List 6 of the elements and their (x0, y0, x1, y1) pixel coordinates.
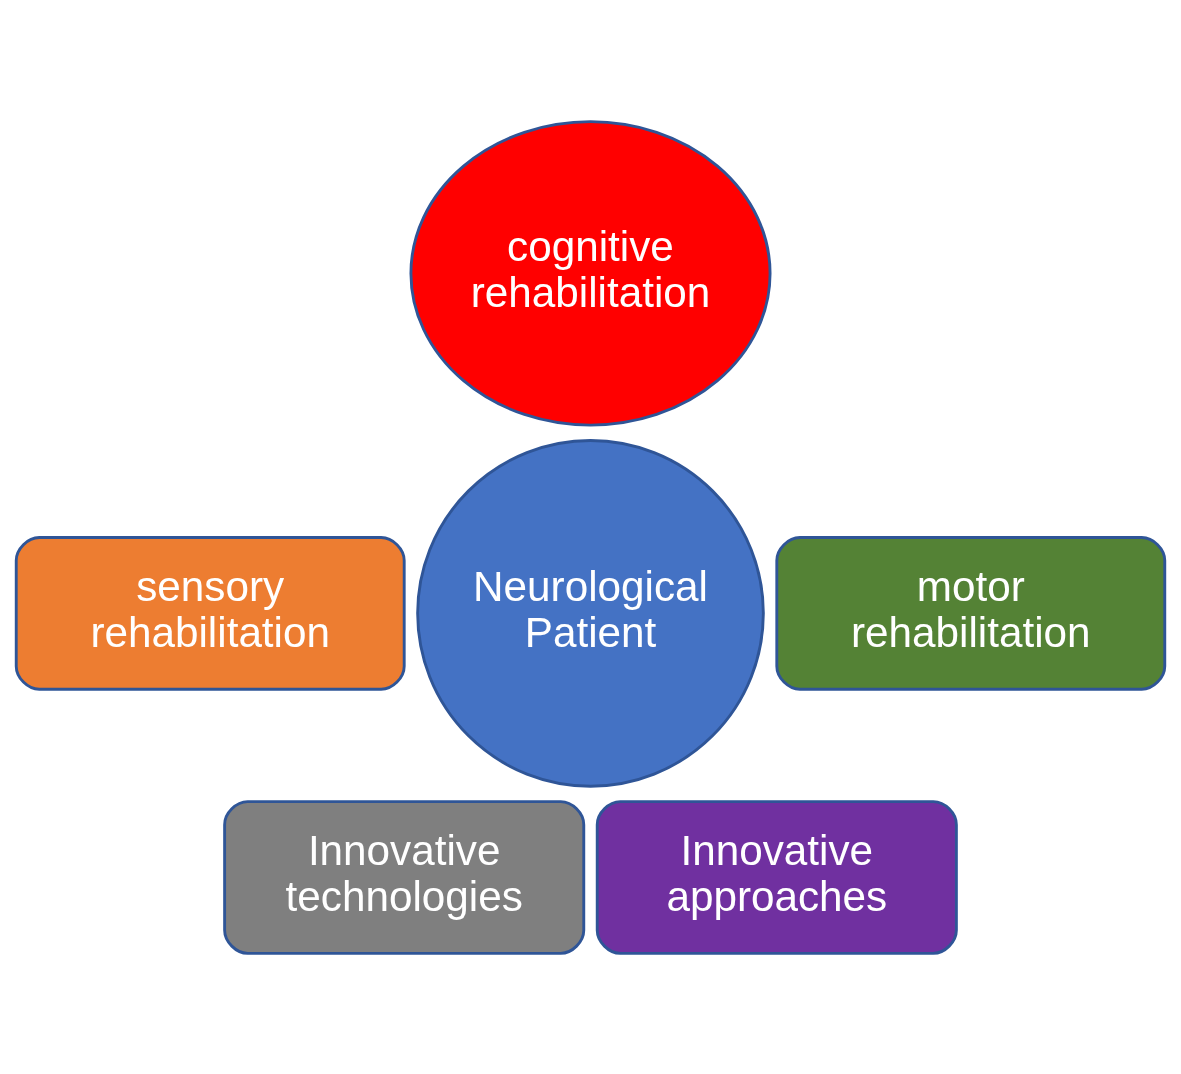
node-box: Innovative approaches (595, 799, 958, 955)
node-box: sensory rehabilitation (14, 535, 406, 691)
node-ellipse: cognitive rehabilitation (409, 119, 772, 427)
node-circle: Neurological Patient (416, 438, 765, 788)
node-box: Innovative technologies (223, 799, 586, 955)
node-box: motor rehabilitation (775, 535, 1167, 691)
